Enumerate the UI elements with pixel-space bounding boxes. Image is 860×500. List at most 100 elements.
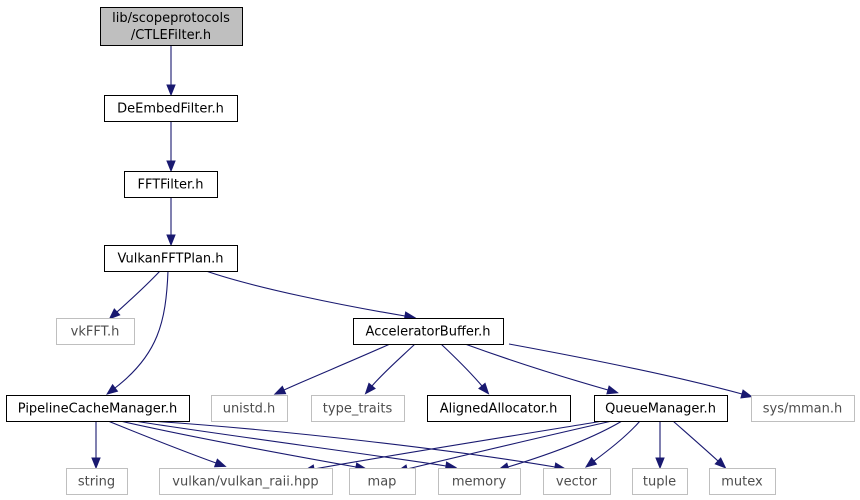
edge-line	[116, 270, 161, 313]
edge-queuemgr-to-mutex	[672, 420, 727, 469]
arrowhead-icon	[714, 457, 727, 469]
node-map[interactable]: map	[349, 468, 416, 495]
arrowhead-icon	[655, 457, 665, 470]
node-string[interactable]: string	[66, 468, 128, 495]
nodes-layer: lib/scopeprotocols/CTLEFilter.hDeEmbedFi…	[6, 7, 855, 495]
edge-line	[119, 420, 357, 468]
node-box	[543, 468, 611, 495]
node-box	[353, 318, 504, 345]
edge-deembed-to-fft	[166, 121, 176, 173]
node-accbuf[interactable]: AcceleratorBuffer.h	[353, 318, 504, 345]
edge-line	[440, 343, 483, 387]
node-box	[438, 468, 521, 495]
node-unistd[interactable]: unistd.h	[211, 395, 288, 422]
edge-line	[283, 343, 391, 391]
node-queuemgr[interactable]: QueueManager.h	[594, 395, 728, 422]
node-label: VulkanFFTPlan.h	[117, 252, 223, 267]
edge-vkplan-to-vkfft	[108, 270, 161, 320]
edge-line	[672, 420, 719, 462]
arrowhead-icon	[364, 382, 376, 395]
edge-line	[593, 420, 641, 462]
edge-pcm-to-vulkanraii	[107, 420, 227, 468]
node-mutex[interactable]: mutex	[709, 468, 776, 495]
edge-line	[464, 343, 609, 391]
node-label: vulkan/vulkan_raii.hpp	[172, 475, 318, 490]
edge-vkplan-to-accbuf	[205, 270, 417, 321]
node-box	[100, 7, 243, 46]
arrowhead-icon	[166, 160, 176, 173]
node-fft[interactable]: FFTFilter.h	[124, 171, 218, 198]
node-box	[751, 395, 855, 422]
edge-line	[371, 343, 416, 387]
edge-line	[508, 343, 743, 395]
arrowhead-icon	[740, 389, 753, 399]
node-label: string	[78, 475, 115, 490]
node-box	[104, 245, 238, 272]
node-label: lib/scopeprotocols	[112, 11, 230, 26]
node-vector[interactable]: vector	[543, 468, 611, 495]
node-label: map	[368, 475, 397, 490]
arrowhead-icon	[166, 84, 176, 97]
node-label: memory	[452, 475, 507, 490]
node-vulkanraii[interactable]: vulkan/vulkan_raii.hpp	[159, 468, 333, 495]
node-label: AcceleratorBuffer.h	[366, 325, 491, 340]
edge-queuemgr-to-tuple	[655, 421, 665, 470]
edge-ctle-to-deembed	[166, 45, 176, 97]
node-label: sys/mman.h	[763, 402, 843, 417]
node-label: FFTFilter.h	[137, 178, 203, 193]
node-label: unistd.h	[223, 402, 276, 417]
node-sysmman[interactable]: sys/mman.h	[751, 395, 855, 422]
node-alignedalloc[interactable]: AlignedAllocator.h	[427, 395, 571, 422]
edge-vkplan-to-pcm	[105, 270, 169, 395]
node-vkfft[interactable]: vkFFT.h	[56, 318, 135, 345]
edge-accbuf-to-unistd	[273, 343, 391, 395]
arrowhead-icon	[108, 308, 121, 320]
node-label: vkFFT.h	[71, 325, 120, 340]
node-tuple[interactable]: tuple	[632, 468, 688, 495]
node-box	[349, 468, 416, 495]
node-box	[311, 395, 405, 422]
edge-pcm-to-string	[91, 421, 101, 470]
node-box	[104, 95, 238, 122]
edge-line	[507, 420, 623, 468]
arrowhead-icon	[584, 456, 598, 468]
node-label: tuple	[643, 475, 676, 490]
node-label: DeEmbedFilter.h	[117, 102, 224, 117]
node-label: PipelineCacheManager.h	[18, 402, 177, 417]
node-pcm[interactable]: PipelineCacheManager.h	[6, 395, 190, 422]
node-label: QueueManager.h	[605, 402, 716, 417]
edge-accbuf-to-queuemgr	[464, 343, 619, 395]
edges-layer	[91, 45, 753, 474]
node-box	[6, 395, 190, 422]
node-vkplan[interactable]: VulkanFFTPlan.h	[104, 245, 238, 272]
node-box	[594, 395, 728, 422]
node-box	[124, 171, 218, 198]
arrowhead-icon	[166, 234, 176, 247]
node-label: AlignedAllocator.h	[440, 402, 558, 417]
arrowhead-icon	[105, 383, 119, 395]
node-typetraits[interactable]: type_traits	[311, 395, 405, 422]
arrowhead-icon	[213, 458, 227, 468]
arrowhead-icon	[91, 457, 101, 470]
node-label: type_traits	[323, 402, 393, 417]
edge-accbuf-to-alignedalloc	[440, 343, 490, 395]
node-box	[709, 468, 776, 495]
node-box	[632, 468, 688, 495]
node-ctle[interactable]: lib/scopeprotocols/CTLEFilter.h	[100, 7, 243, 46]
arrowhead-icon	[273, 385, 287, 395]
node-box	[159, 468, 333, 495]
edge-fft-to-vkplan	[166, 197, 176, 247]
node-memory[interactable]: memory	[438, 468, 521, 495]
node-box	[66, 468, 128, 495]
edge-queuemgr-to-vector	[584, 420, 641, 468]
edge-line	[406, 420, 613, 470]
arrowhead-icon	[478, 382, 490, 395]
arrowhead-icon	[606, 385, 619, 395]
node-deembed[interactable]: DeEmbedFilter.h	[104, 95, 238, 122]
edge-line	[205, 270, 406, 317]
edge-line	[114, 270, 169, 389]
node-box	[56, 318, 135, 345]
edge-line	[107, 420, 217, 464]
node-box	[211, 395, 288, 422]
